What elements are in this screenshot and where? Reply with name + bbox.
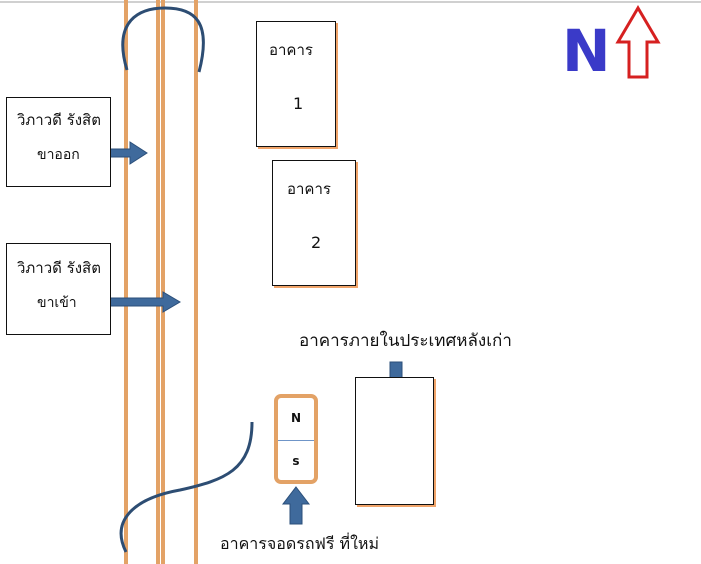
entrance-entry-line1: วิภาวดี รังสิต: [17, 259, 101, 277]
north-arrow-icon: [615, 5, 661, 79]
parking-building: N s: [274, 394, 318, 484]
compass-north-letter: N: [562, 17, 611, 85]
building-2-label: อาคาร: [287, 180, 331, 198]
entrance-entry-line2: ขาเข้า: [37, 295, 77, 311]
domestic-building: [355, 377, 434, 505]
road: [124, 0, 198, 564]
domestic-building-caption: อาคารภายในประเทศหลังเก่า: [299, 331, 512, 351]
parking-south-letter: s: [292, 454, 300, 468]
building-2-number: 2: [311, 233, 322, 252]
parking-north-letter: N: [290, 411, 302, 425]
parking-building-caption: อาคารจอดรถฟรี ที่ใหม่: [220, 534, 379, 553]
parking-route-curve: [119, 421, 254, 553]
building-1-label: อาคาร: [269, 41, 313, 59]
u-turn-curve: [121, 6, 205, 73]
entrance-exit-box: วิภาวดี รังสิต ขาออก: [6, 97, 111, 187]
entrance-exit-line2: ขาออก: [37, 147, 80, 163]
building-1-number: 1: [293, 94, 304, 113]
building-1: อาคาร 1: [256, 21, 336, 147]
entrance-exit-line1: วิภาวดี รังสิต: [17, 111, 101, 129]
entrance-entry-box: วิภาวดี รังสิต ขาเข้า: [6, 243, 111, 335]
arrow-up-parking: [281, 486, 311, 525]
parking-divider: [278, 440, 314, 441]
building-2: อาคาร 2: [272, 160, 356, 286]
